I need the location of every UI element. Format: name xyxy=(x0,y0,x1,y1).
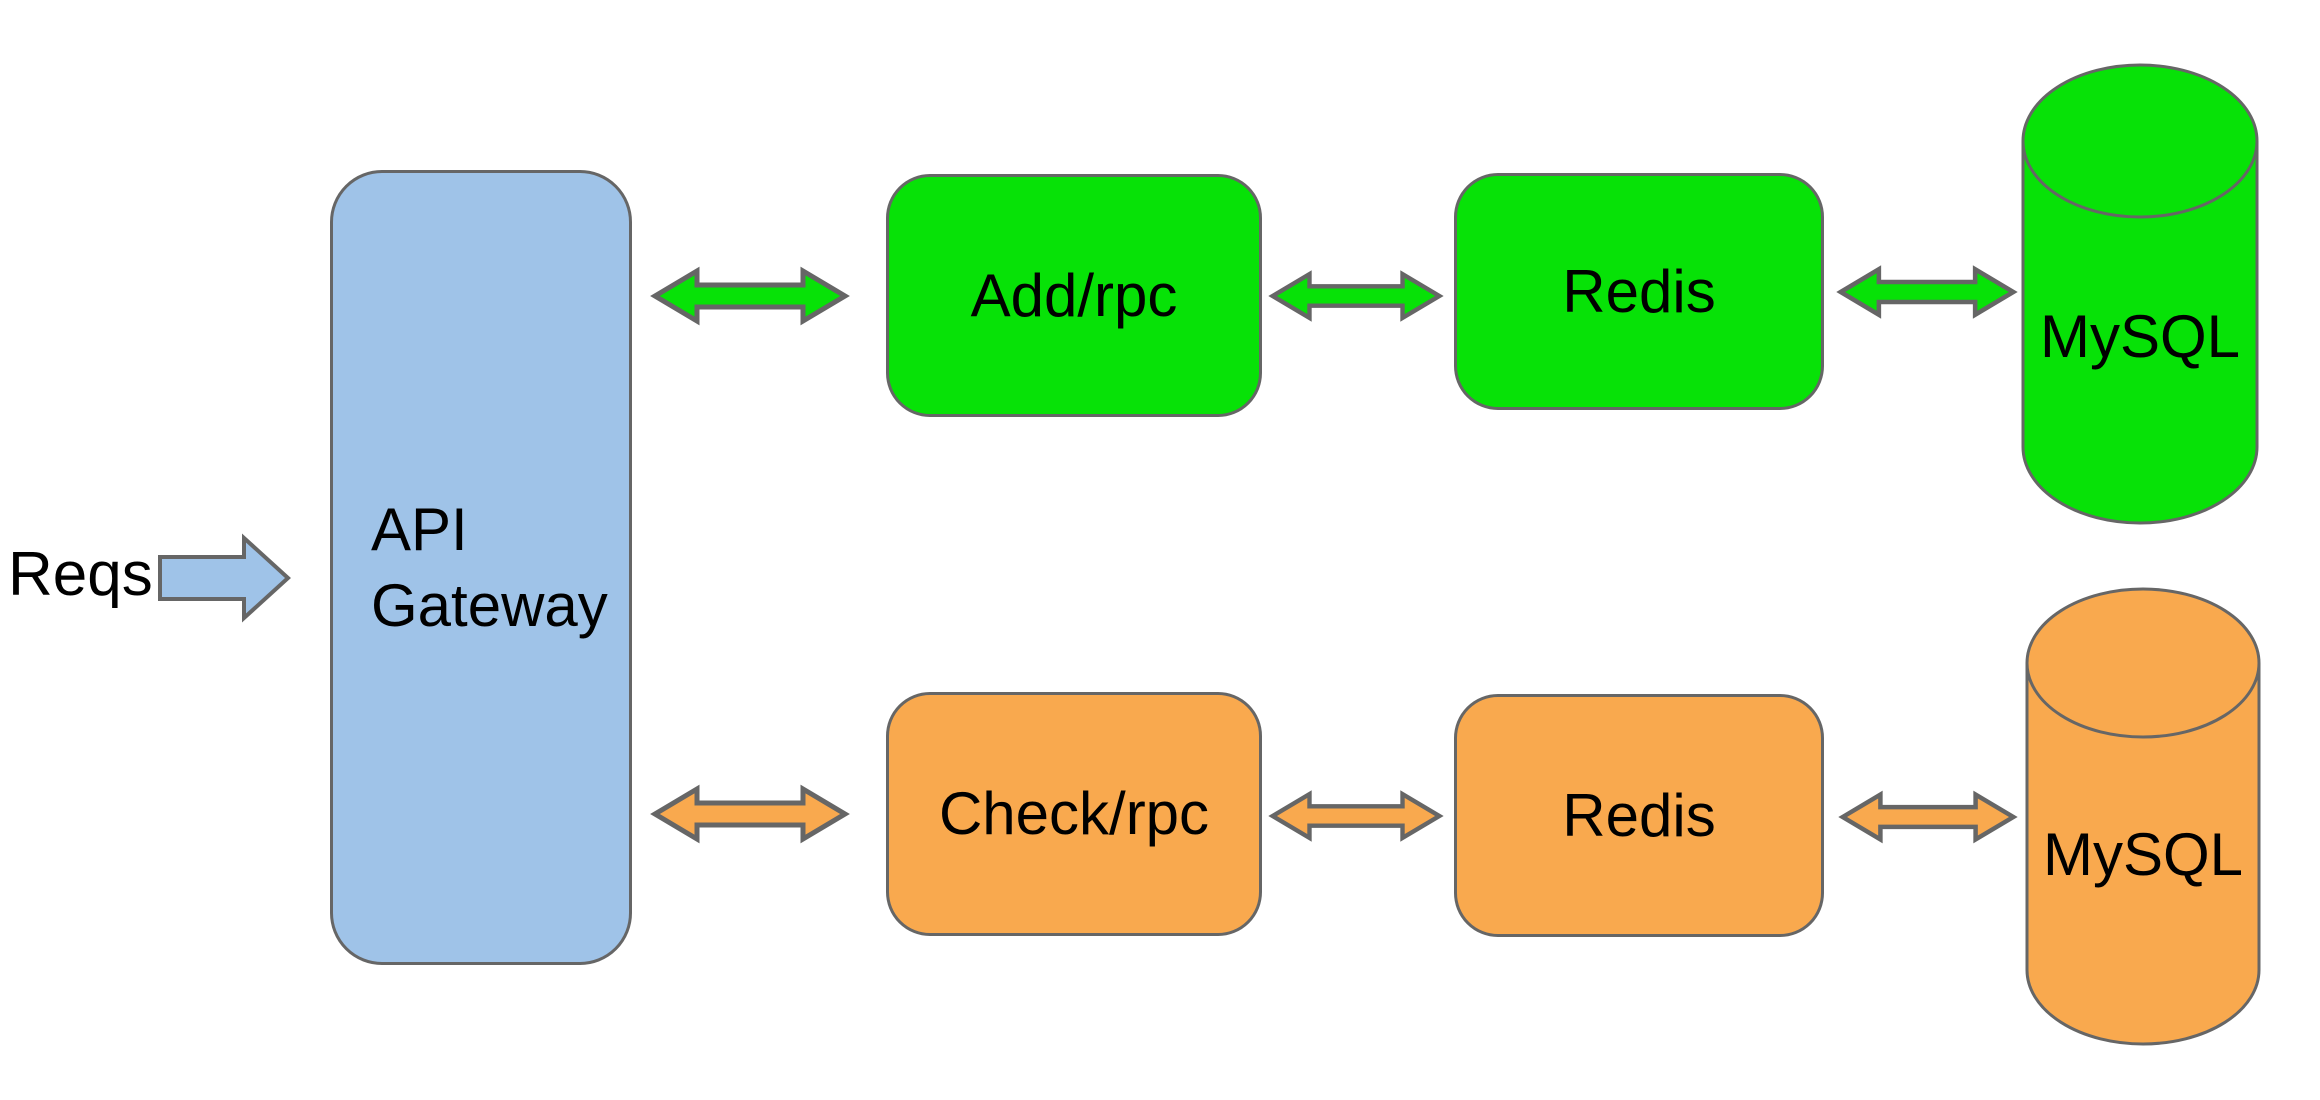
arrow-gateway-addrpc xyxy=(650,266,850,326)
reqs-arrow-icon xyxy=(158,533,291,623)
mysql-label-add: MySQL xyxy=(2039,303,2241,370)
add-rpc-node: Add/rpc xyxy=(886,174,1262,417)
arrow-gateway-checkrpc xyxy=(650,784,850,844)
mysql-cylinder-check xyxy=(2025,587,2261,1046)
double-arrow-shape xyxy=(650,784,850,844)
redis-label-add: Redis xyxy=(1562,257,1716,325)
arrow-redis-mysql-check xyxy=(1838,790,2018,844)
double-arrow-shape xyxy=(1268,270,1444,322)
arrow-redis-mysql-add xyxy=(1836,265,2018,319)
double-arrow-shape xyxy=(1268,790,1444,842)
mysql-label-check: MySQL xyxy=(2042,821,2244,888)
double-arrow-shape xyxy=(1838,790,2018,844)
double-arrow-shape xyxy=(1836,265,2018,319)
api-gateway-label: API Gateway xyxy=(333,492,608,644)
check-rpc-node: Check/rpc xyxy=(886,692,1262,936)
reqs-arrow-shape xyxy=(158,533,291,623)
redis-node-check: Redis xyxy=(1454,694,1824,937)
api-gateway-label-line1: API xyxy=(371,495,468,563)
double-arrow-shape xyxy=(650,266,850,326)
cylinder-body xyxy=(2021,63,2259,525)
reqs-label: Reqs xyxy=(8,540,153,609)
arrow-checkrpc-redis xyxy=(1268,790,1444,842)
redis-node-add: Redis xyxy=(1454,173,1824,410)
add-rpc-label: Add/rpc xyxy=(970,261,1178,329)
arrow-addrpc-redis xyxy=(1268,270,1444,322)
cylinder-body xyxy=(2025,587,2261,1046)
cylinder-lid xyxy=(2021,140,2259,219)
cylinder-lid xyxy=(2025,662,2261,739)
api-gateway-label-line2: Gateway xyxy=(371,571,608,639)
check-rpc-label: Check/rpc xyxy=(938,780,1210,847)
mysql-cylinder-add xyxy=(2021,63,2259,525)
api-gateway-node: API Gateway xyxy=(330,170,632,965)
redis-label-check: Redis xyxy=(1562,781,1716,849)
